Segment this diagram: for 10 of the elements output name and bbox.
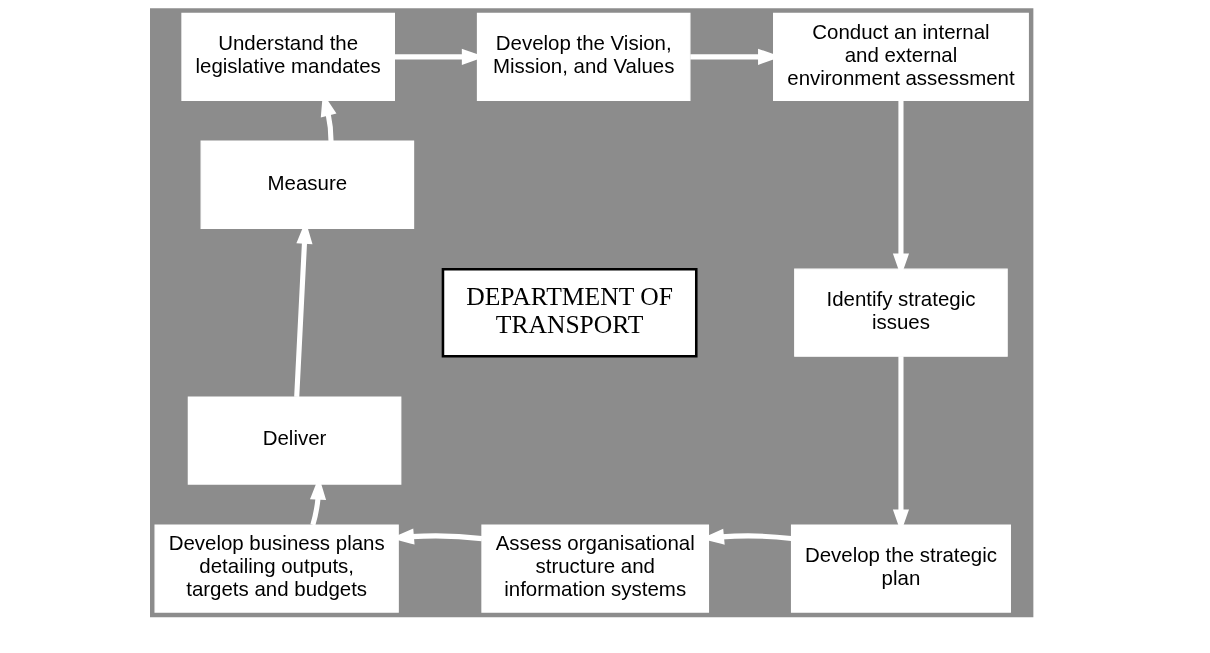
node-box: Understand the legislative mandates (180, 12, 395, 101)
node-box: Measure (200, 140, 414, 229)
node-box: Develop business plans detailing outputs, targets and budgets (154, 524, 399, 613)
node-box: Develop the strategic plan (790, 524, 1011, 613)
node-box: Identify strategic issues (793, 268, 1008, 357)
node-box: DEPARTMENT OF TRANSPORT (441, 267, 698, 358)
node-box: Assess organisational structure and information systems (480, 524, 709, 613)
node-box: Develop the Vision, Mission, and Values (476, 12, 690, 101)
node-box: Deliver (187, 396, 401, 485)
node-box: Conduct an internal and external environment assessment (772, 12, 1029, 101)
